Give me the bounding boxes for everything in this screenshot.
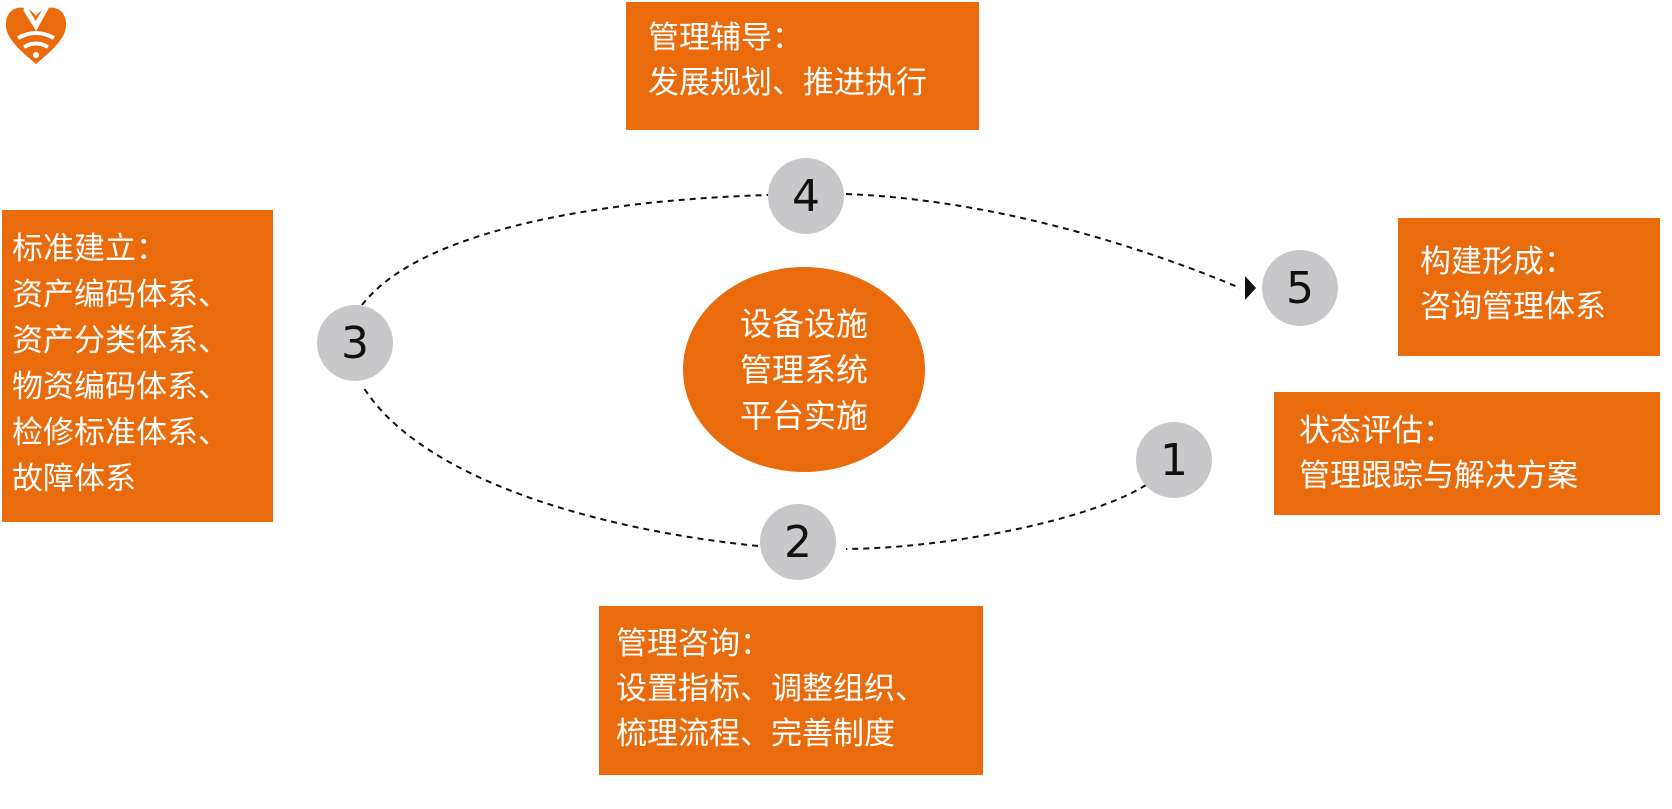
arrowhead bbox=[1245, 276, 1256, 300]
management-consulting-box: 管理咨询： 设置指标、调整组织、 梳理流程、完善制度 bbox=[599, 606, 983, 775]
arc-3-to-4 bbox=[361, 194, 769, 306]
system-formation-box: 构建形成： 咨询管理体系 bbox=[1398, 218, 1660, 356]
box-line: 故障体系 bbox=[12, 461, 136, 497]
box-title: 构建形成： bbox=[1420, 244, 1575, 280]
box-line: 检修标准体系、 bbox=[12, 415, 229, 451]
box-line: 管理跟踪与解决方案 bbox=[1299, 458, 1578, 494]
step-circle-4: 4 bbox=[768, 158, 844, 234]
box-line: 梳理流程、完善制度 bbox=[616, 716, 895, 752]
box-line: 资产分类体系、 bbox=[12, 323, 229, 359]
box-title: 管理辅导： bbox=[648, 20, 803, 56]
center-line: 平台实施 bbox=[739, 396, 868, 435]
step-circle-5: 5 bbox=[1262, 250, 1338, 326]
step-circle-2: 2 bbox=[760, 504, 836, 580]
arc-4-to-5 bbox=[845, 193, 1241, 289]
arc-1-to-2 bbox=[845, 484, 1147, 550]
center-line: 管理系统 bbox=[739, 350, 868, 389]
box-line: 咨询管理体系 bbox=[1420, 289, 1606, 325]
step-circle-1: 1 bbox=[1136, 422, 1212, 498]
box-line: 发展规划、推进执行 bbox=[648, 65, 927, 101]
box-line: 资产编码体系、 bbox=[12, 277, 229, 313]
box-line: 设置指标、调整组织、 bbox=[616, 671, 926, 707]
box-title: 状态评估： bbox=[1299, 413, 1454, 449]
center-platform-ellipse: 设备设施 管理系统 平台实施 bbox=[683, 267, 925, 472]
box-title: 标准建立： bbox=[12, 231, 167, 267]
center-line: 设备设施 bbox=[739, 304, 868, 343]
step-circle-3: 3 bbox=[317, 305, 393, 381]
standard-establishment-box: 标准建立： 资产编码体系、 资产分类体系、 物资编码体系、 检修标准体系、 故障… bbox=[2, 210, 273, 522]
box-line: 物资编码体系、 bbox=[12, 369, 229, 405]
company-logo bbox=[5, 5, 67, 64]
management-guidance-box: 管理辅导： 发展规划、推进执行 bbox=[626, 2, 979, 130]
status-assessment-box: 状态评估： 管理跟踪与解决方案 bbox=[1274, 392, 1660, 515]
box-title: 管理咨询： bbox=[616, 626, 771, 662]
arc-2-to-3 bbox=[361, 384, 759, 547]
